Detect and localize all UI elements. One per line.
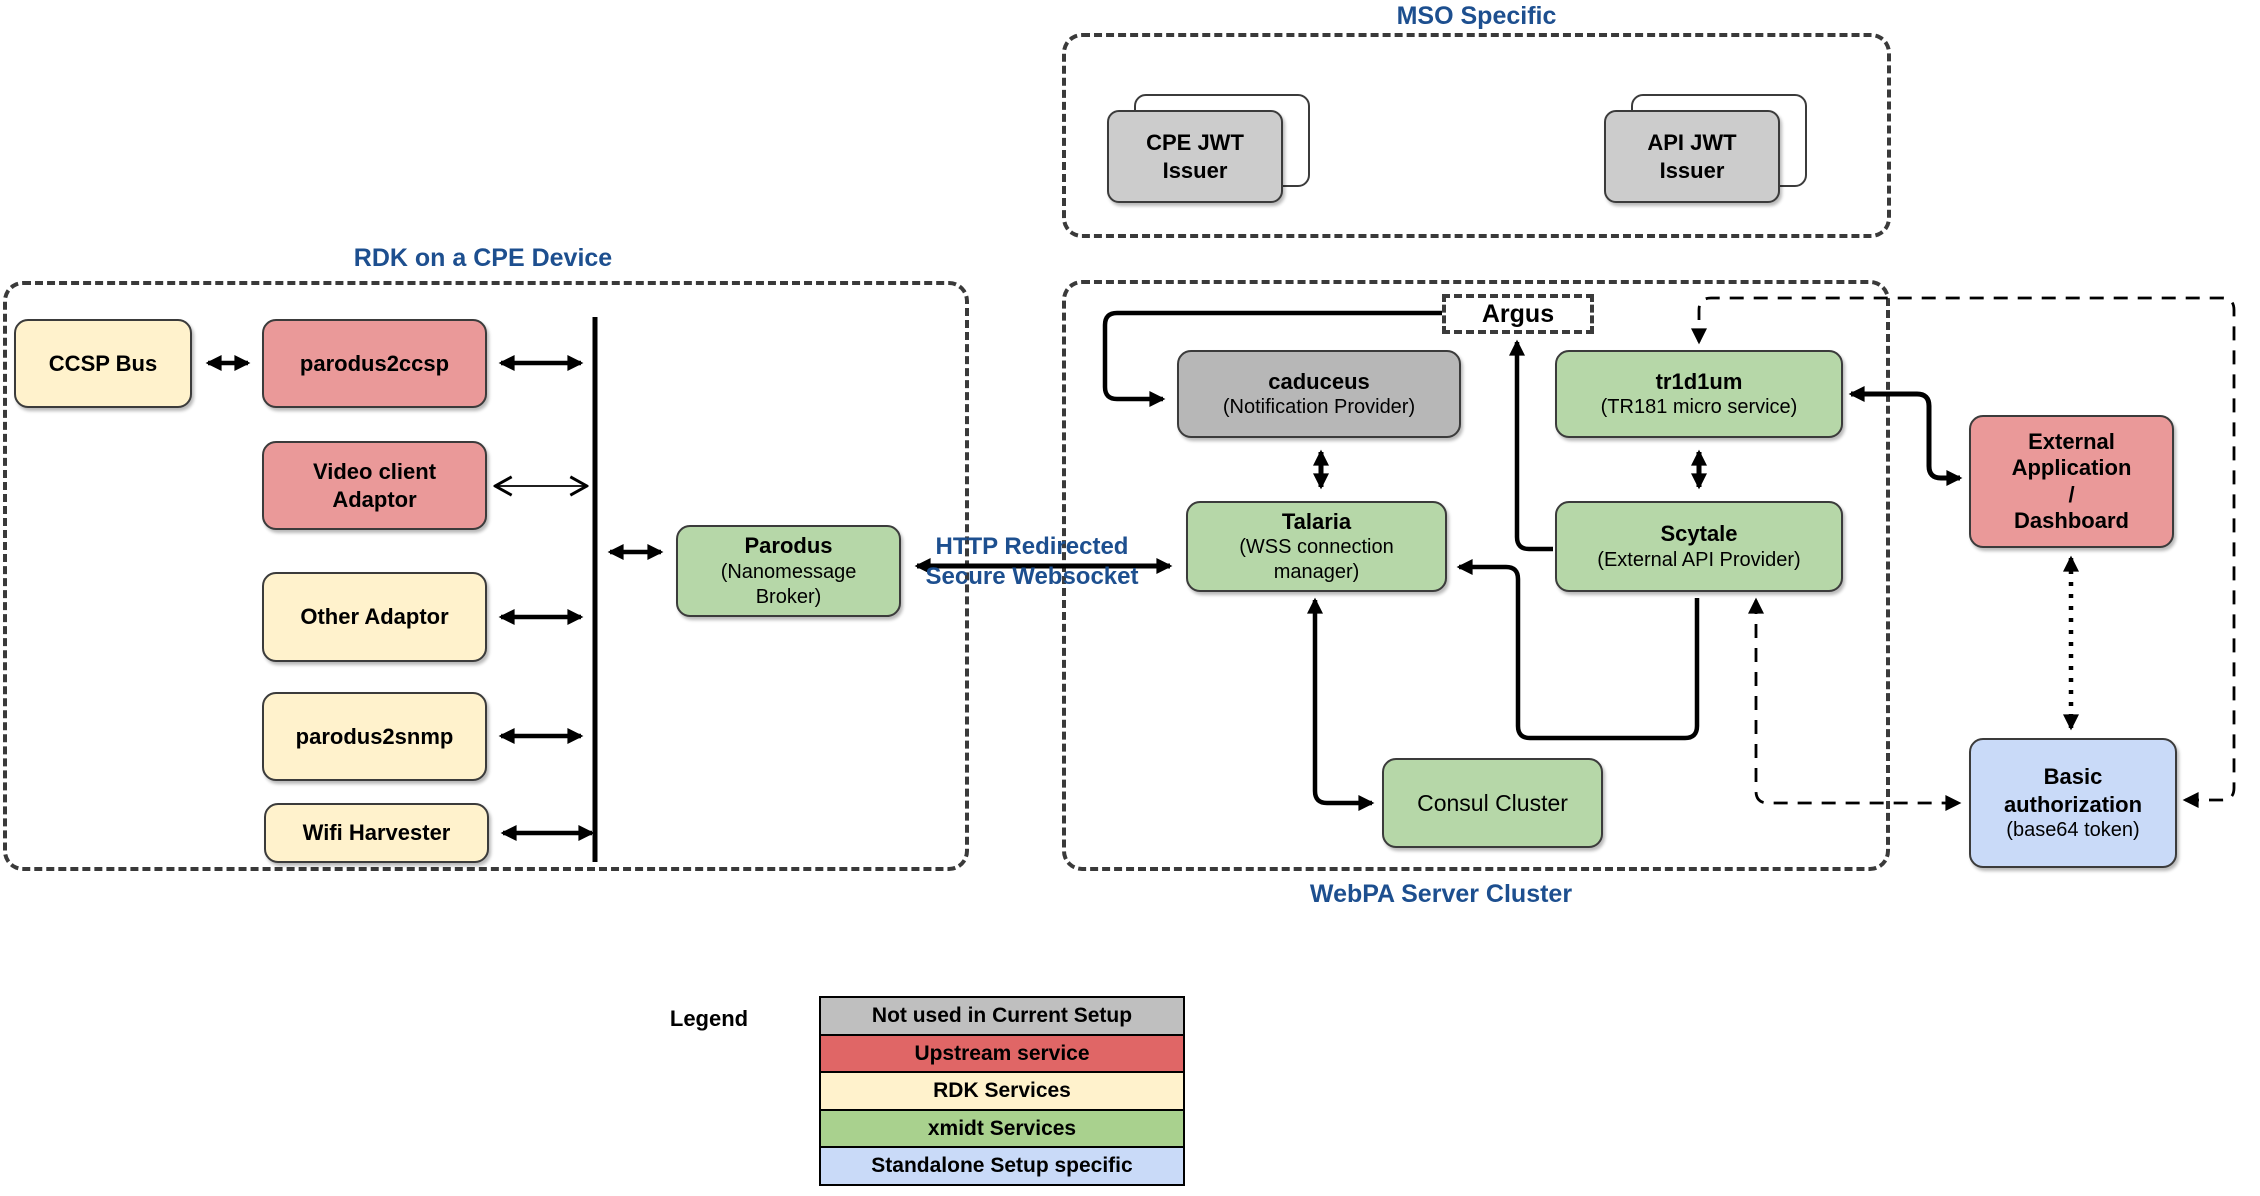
cpe-jwt-issuer-label: CPE JWT Issuer [1146,130,1244,183]
node-parodus: Parodus (Nanomessage Broker) [676,525,901,617]
wifi-harvester-label: Wifi Harvester [302,820,451,846]
legend-table: Not used in Current Setup Upstream servi… [819,996,1185,1186]
arrow-argus-caduceus [1102,310,1442,407]
websocket-link-label-line1: HTTP Redirected [935,533,1129,560]
caduceus-label: caduceus [1268,368,1370,394]
arrow-talaria-consul [1307,597,1375,811]
legend-item-rdk-services: RDK Services [819,1071,1185,1111]
rdk-cpe-device-title: RDK on a CPE Device [353,244,613,272]
arrow-tr1d1um-externalapp [1848,386,1963,486]
legend-item-xmidt-services: xmidt Services [819,1108,1185,1149]
mso-specific-group-box [1062,33,1891,238]
argus-label: Argus [1481,299,1555,328]
legend-title: Legend [669,1006,749,1031]
node-other-adaptor: Other Adaptor [262,572,487,662]
arrow-basicauth-tr1d1um-dashed [1691,296,2236,808]
node-api-jwt-issuer: API JWT Issuer [1604,110,1780,203]
arrow-scytale-argus [1509,339,1553,552]
caduceus-sublabel: (Notification Provider) [1222,396,1416,419]
node-parodus2snmp: parodus2snmp [262,692,487,781]
webpa-server-cluster-title: WebPA Server Cluster [1309,880,1573,908]
parodus2ccsp-label: parodus2ccsp [299,350,450,376]
consul-cluster-label: Consul Cluster [1417,789,1568,816]
parodus-label: Parodus [744,533,833,559]
node-talaria: Talaria (WSS connection manager) [1186,501,1447,592]
node-video-client-adaptor: Video client Adaptor [262,441,487,530]
legend-item-standalone-setup: Standalone Setup specific [819,1146,1185,1186]
other-adaptor-label: Other Adaptor [300,604,449,630]
node-cpe-jwt-issuer: CPE JWT Issuer [1107,110,1283,203]
ccsp-bus-label: CCSP Bus [48,350,158,376]
node-caduceus: caduceus (Notification Provider) [1177,350,1461,438]
talaria-label: Talaria [1281,508,1352,534]
arrow-scytale-talaria [1456,559,1700,741]
talaria-sublabel: (WSS connection manager) [1239,536,1394,584]
basic-authorization-sublabel: (base64 token) [2006,819,2140,841]
video-client-adaptor-label: Video client Adaptor [312,459,437,512]
arrow-scytale-basicauth-dashed [1748,597,1962,811]
node-consul-cluster: Consul Cluster [1382,758,1603,848]
api-jwt-issuer-label: API JWT Issuer [1647,130,1737,183]
rdk-cpe-device-group-box [3,281,969,871]
parodus2snmp-label: parodus2snmp [295,723,454,749]
node-argus: Argus [1442,294,1594,334]
node-wifi-harvester: Wifi Harvester [264,803,489,863]
node-ccsp-bus: CCSP Bus [14,319,192,408]
websocket-link-label-line2: Secure Websocket [925,563,1139,590]
parodus-sublabel: (Nanomessage Broker) [720,560,857,608]
node-parodus2ccsp: parodus2ccsp [262,319,487,408]
mso-specific-title: MSO Specific [1396,2,1557,30]
